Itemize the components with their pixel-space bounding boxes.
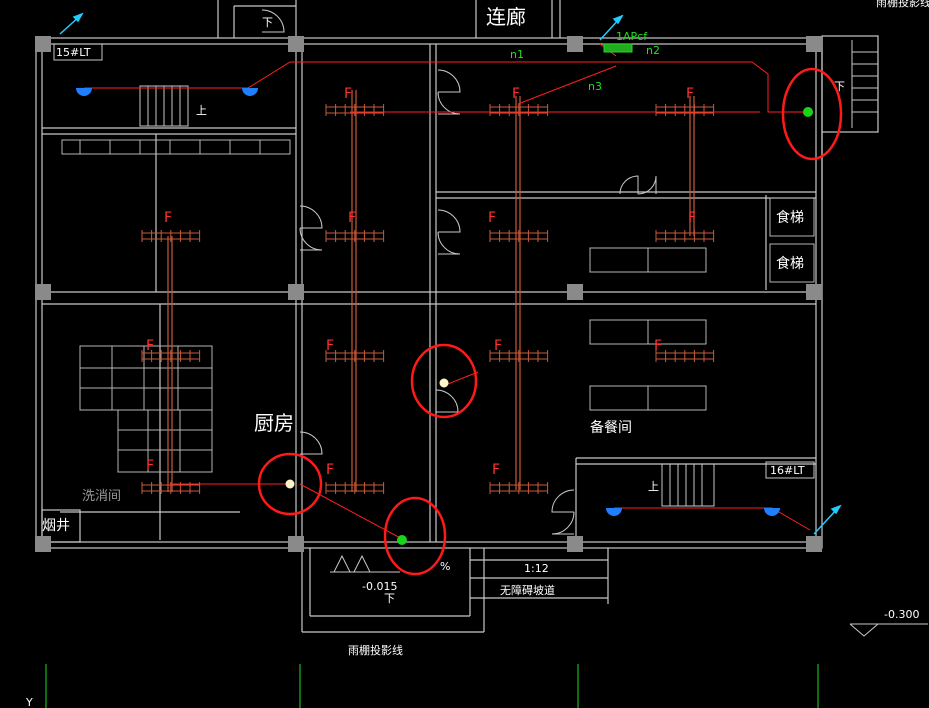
highlight-circle (410, 343, 478, 419)
fan-marks: F F F F F F F F F F F F F F (146, 86, 696, 478)
arrow-up-right-icon (813, 504, 842, 535)
stairs (139, 40, 878, 507)
stair-label-box (53, 43, 103, 61)
fan-mark-label: F (326, 338, 334, 354)
fan-mark-label: F (654, 338, 662, 354)
detector-green-icon (803, 107, 813, 117)
fan-mark-label: F (492, 462, 500, 478)
exhaust-grill-icon (489, 350, 549, 362)
up-label: 上 (196, 104, 207, 117)
fan-mark-label: F (686, 86, 694, 102)
arrow-up-right-icon (59, 12, 84, 35)
fan-mark-label: F (348, 210, 356, 226)
down-label: 下 (262, 16, 273, 29)
exhaust-grill-icon (655, 104, 715, 116)
exhaust-grill-icon (141, 230, 201, 242)
exhaust-grill-icon (489, 104, 549, 116)
exhaust-grill-icon (655, 350, 715, 362)
highlight-circle (257, 452, 323, 516)
up-label: 上 (648, 480, 659, 493)
fan-mark-label: F (344, 86, 352, 102)
panel-label: 1APcf (616, 30, 648, 43)
elevation-label: -0.300 (884, 608, 919, 621)
highlight-circles (257, 67, 843, 576)
cyan-arrows (59, 12, 842, 535)
exhaust-grill-icon (325, 230, 385, 242)
blue-fixtures (76, 88, 780, 516)
stair-label-16: 16#LT (770, 464, 805, 477)
exhaust-grill-icon (141, 350, 201, 362)
exhaust-grill-icon (655, 230, 715, 242)
flue-label: 烟井 (42, 518, 70, 534)
prep-room-label: 备餐间 (590, 419, 632, 436)
columns (35, 36, 822, 552)
highlight-circle (383, 496, 447, 576)
exhaust-grill-icon (325, 104, 385, 116)
detector-green-icon (397, 535, 407, 545)
stair-label-box (765, 461, 815, 479)
fan-mark-label: F (326, 462, 334, 478)
canopy-label: 雨棚投影线 (348, 643, 403, 657)
exhaust-grill-icon (489, 230, 549, 242)
detector-white-icon (285, 479, 295, 489)
food-lift-label-1: 食梯 (776, 209, 804, 226)
axis-y-label: Y (25, 696, 33, 708)
exhaust-grills (141, 104, 715, 494)
kitchen-equipment (61, 139, 815, 473)
light-fixture-icon (242, 88, 258, 96)
stair-label-15: 15#LT (56, 46, 91, 59)
light-fixture-icon (606, 508, 622, 516)
elevation-markers (330, 554, 928, 637)
fan-mark-label: F (488, 210, 496, 226)
fan-mark-label: F (146, 458, 154, 474)
fan-mark-label: F (164, 210, 172, 226)
food-lift-label-2: 食梯 (776, 255, 804, 272)
fan-mark-label: F (688, 210, 696, 226)
walls (35, 0, 879, 633)
top-right-note: 雨棚投影线 (876, 0, 929, 9)
wash-room-label: 洗消间 (82, 489, 121, 504)
down-label: 下 (384, 592, 395, 605)
wire-label-n3: n3 (588, 80, 602, 93)
wire-label-n1: n1 (510, 48, 524, 61)
down-label: 下 (834, 80, 845, 93)
exhaust-grill-icon (325, 482, 385, 494)
detector-white-icon (439, 378, 449, 388)
elevation-label: -0.015 (362, 580, 397, 593)
detectors (285, 107, 813, 545)
percent-label: % (440, 560, 450, 573)
exhaust-grill-icon (325, 350, 385, 362)
ramp-ratio-label: 1:12 (524, 562, 549, 575)
electrical-panel-icon (603, 43, 633, 53)
corridor-label: 连廊 (486, 5, 526, 29)
kitchen-label: 厨房 (254, 411, 294, 435)
highlight-circle (781, 67, 843, 161)
light-fixture-icon (76, 88, 92, 96)
fan-mark-label: F (512, 86, 520, 102)
arrow-up-right-icon (599, 14, 624, 41)
light-fixture-icon (764, 508, 780, 516)
wire-label-n2: n2 (646, 44, 660, 57)
ducts (167, 90, 695, 492)
fan-mark-label: F (494, 338, 502, 354)
barrier-free-label: 无障碍坡道 (500, 583, 555, 597)
grid-ticks (45, 664, 819, 708)
fan-mark-label: F (146, 338, 154, 354)
doors (261, 9, 657, 535)
exhaust-grill-icon (489, 482, 549, 494)
